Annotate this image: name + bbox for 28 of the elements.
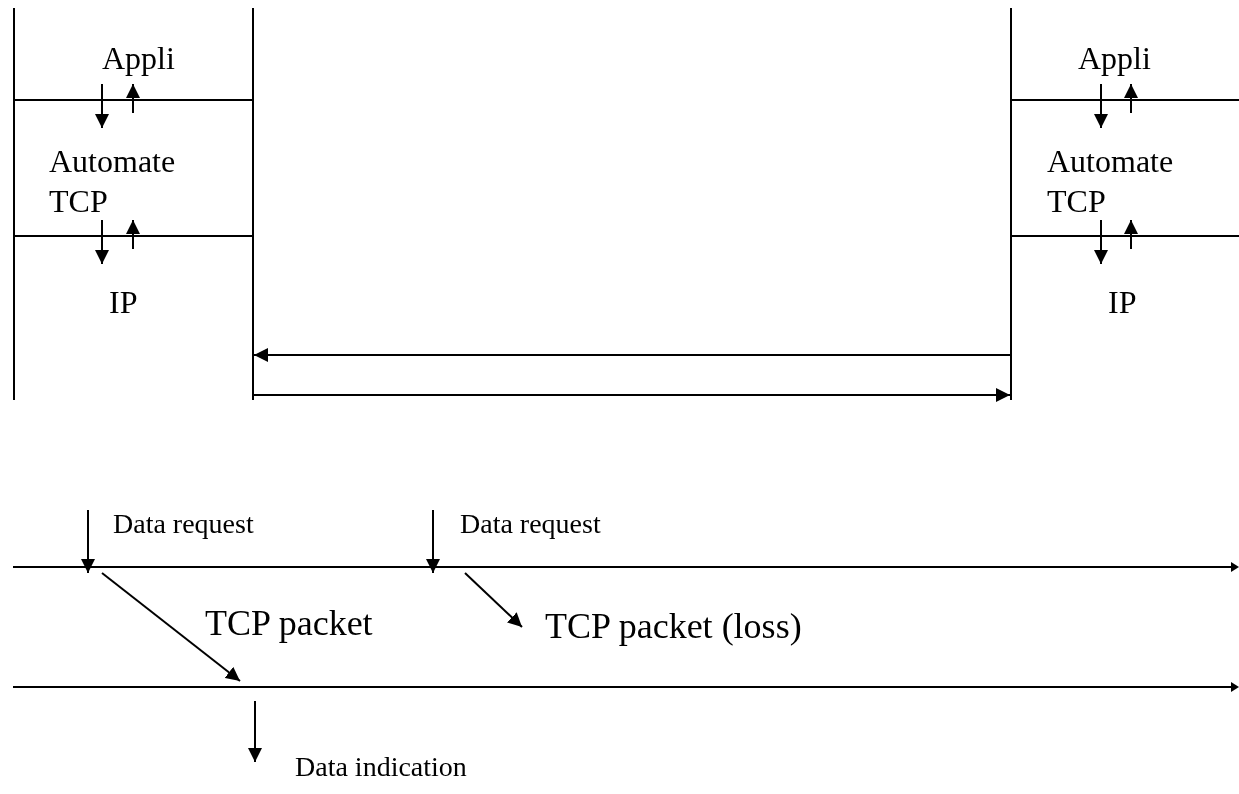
protocol-layer — [13, 235, 254, 400]
arrow — [253, 388, 1011, 402]
arrow — [81, 509, 95, 574]
layer-label: IP — [1108, 283, 1137, 322]
protocol-layer — [13, 99, 254, 235]
timeline-axis — [13, 561, 1239, 573]
arrow — [1094, 219, 1108, 265]
arrow — [253, 348, 1011, 362]
layer-label: Appli — [102, 39, 175, 78]
arrow — [95, 83, 109, 129]
arrow — [95, 219, 109, 265]
arrow — [1124, 219, 1138, 250]
layer-label: Automate TCP — [1047, 142, 1175, 221]
layer-label: Automate TCP — [49, 142, 177, 221]
layer-label: Appli — [1078, 39, 1151, 78]
timeline-axis — [13, 681, 1239, 693]
arrow — [1124, 83, 1138, 114]
arrow — [1094, 83, 1108, 129]
arrow — [101, 572, 241, 682]
arrow — [426, 509, 440, 574]
arrow — [464, 572, 523, 628]
protocol-layer — [1010, 99, 1239, 235]
arrow — [126, 219, 140, 250]
protocol-layer — [13, 8, 254, 99]
protocol-layer — [1010, 235, 1239, 400]
arrow — [248, 700, 262, 763]
arrow — [126, 83, 140, 114]
layer-label: IP — [109, 283, 138, 322]
